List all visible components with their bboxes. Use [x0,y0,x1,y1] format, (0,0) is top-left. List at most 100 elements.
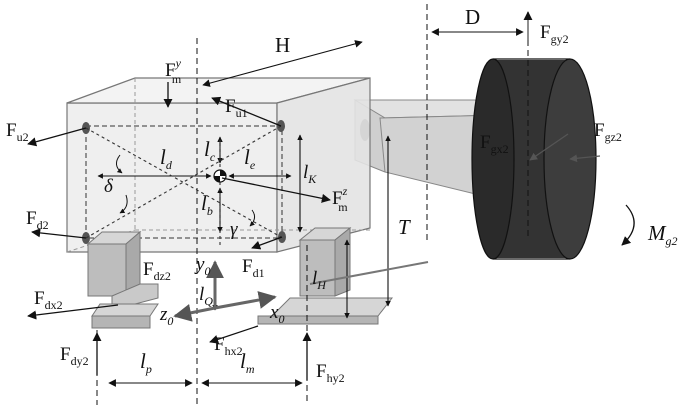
force-arrows [27,11,635,380]
label-Fu1-sub: u1 [236,106,248,120]
label-Fdx2: Fdx2 [34,288,63,312]
label-Fhx2-sub: hx2 [225,344,243,358]
label-lc-main: l [204,137,210,161]
label-Fu2-main: F [6,120,17,141]
label-z0-main: z [159,304,168,325]
label-le-sub: e [250,158,256,172]
label-Fd1-sub: d1 [253,266,265,280]
label-Fhy2-main: F [316,361,327,382]
label-Fgx2: Fgx2 [480,132,509,156]
label-delta: δ [104,176,114,197]
label-lb: lb [201,191,213,218]
label-Fmz-sup: z [342,184,348,198]
label-Fu1-main: F [225,96,236,117]
label-x0-main: x [269,302,279,323]
label-lp-sub: p [145,362,152,376]
label-Fmz-main: F [332,188,343,209]
label-Fgz2-sub: gz2 [605,130,622,144]
label-lc: lc [204,137,216,164]
label-lQ: lQ [199,284,213,308]
label-Fmy-main: F [165,60,176,81]
label-Fdx2-sub: dx2 [45,298,63,312]
label-lK-sub: K [307,172,317,186]
label-Fgy2: Fgy2 [540,22,569,46]
label-x0: x0 [269,302,284,326]
label-Fgy2-sub: gy2 [551,32,569,46]
label-Fdy2-sub: dy2 [71,354,89,368]
center-of-gravity-icon [213,169,227,183]
label-ld-main: l [160,145,166,169]
label-Fhy2: Fhy2 [316,361,345,385]
label-ld: ld [160,145,173,172]
label-lQ-main: l [199,284,204,305]
wheel [471,58,597,260]
label-x0-sub: 0 [278,312,284,326]
label-Fdz2-sub: dz2 [154,269,171,283]
label-Fgz2: Fgz2 [594,120,622,144]
label-Fd1: Fd1 [242,256,265,280]
label-D-main: D [465,5,480,29]
label-lK: lK [303,162,317,186]
label-lH: lH [312,268,327,292]
angle-arcs [116,154,256,227]
label-Fmy-sup: y [175,56,182,70]
label-Fgx2-main: F [480,132,491,153]
label-Fmy-sub: m [172,72,182,86]
label-Fdy2: Fdy2 [60,344,89,368]
label-Fu2-sub: u2 [17,130,29,144]
label-lK-main: l [303,162,308,183]
label-Mg2-main: M [647,221,667,245]
label-D: D [465,5,480,29]
label-Mg2-sub: g2 [666,234,678,248]
label-z0-sub: 0 [167,314,173,328]
gearbox-body [66,77,371,253]
label-H: H [275,33,290,57]
label-Fd2: Fd2 [26,208,49,232]
label-Fd1-main: F [242,256,253,277]
label-lp-main: l [140,349,146,373]
label-lm: lm [240,349,255,376]
label-Fd2-sub: d2 [37,218,49,232]
label-Fgx2-sub: gx2 [491,142,509,156]
label-Fdz2-main: F [143,259,154,280]
label-T: T [398,215,411,239]
label-y0: y0 [194,254,210,278]
label-lQ-sub: Q [204,294,213,308]
label-lH-main: l [312,268,317,289]
label-le-main: l [244,145,250,169]
label-z0: z0 [159,304,173,328]
label-y0-main: y [194,254,205,275]
label-lc-sub: c [210,150,216,164]
label-lm-sub: m [246,362,255,376]
label-H-main: H [275,33,290,57]
label-gamma: γ [230,219,238,240]
right-mount [257,226,394,325]
label-Fgz2-main: F [594,120,605,141]
label-Fhx2: Fhx2 [214,334,243,358]
label-Fdz2: Fdz2 [143,259,171,283]
label-lp: lp [140,349,152,376]
label-le: le [244,145,256,172]
label-lm-main: l [240,349,246,373]
label-Fd2-main: F [26,208,37,229]
coordinate-axes [173,260,277,322]
label-T-main: T [398,215,411,239]
label-Mg2: Mg2 [647,221,678,248]
label-Fmz-sub: m [338,200,348,214]
label-lb-sub: b [207,204,213,218]
label-Fdy2-main: F [60,344,71,365]
label-y0-sub: 0 [204,264,210,278]
left-mount [86,230,159,329]
label-Fu1: Fu1 [225,96,248,120]
label-Fu2: Fu2 [6,120,29,144]
label-gamma-main: γ [230,219,238,240]
label-Fdx2-main: F [34,288,45,309]
label-lb-main: l [201,191,207,215]
label-ld-sub: d [166,158,173,172]
label-delta-main: δ [104,176,114,197]
